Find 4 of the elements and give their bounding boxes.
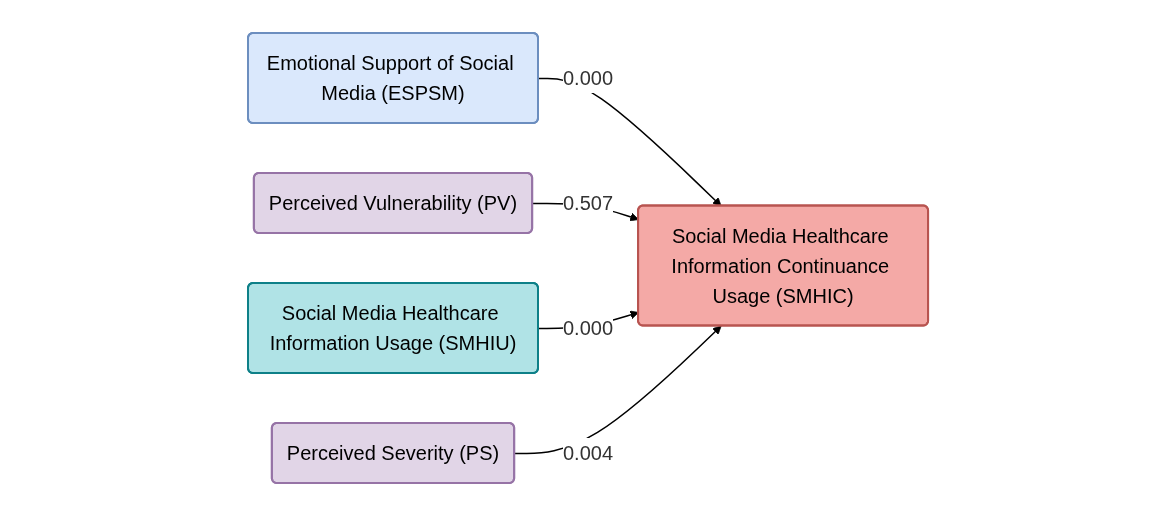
edge-label: 0.000 [562,66,614,89]
edge-label: 0.004 [562,441,614,464]
edge-label: 0.507 [562,191,614,214]
edge-label: 0.000 [562,316,614,339]
